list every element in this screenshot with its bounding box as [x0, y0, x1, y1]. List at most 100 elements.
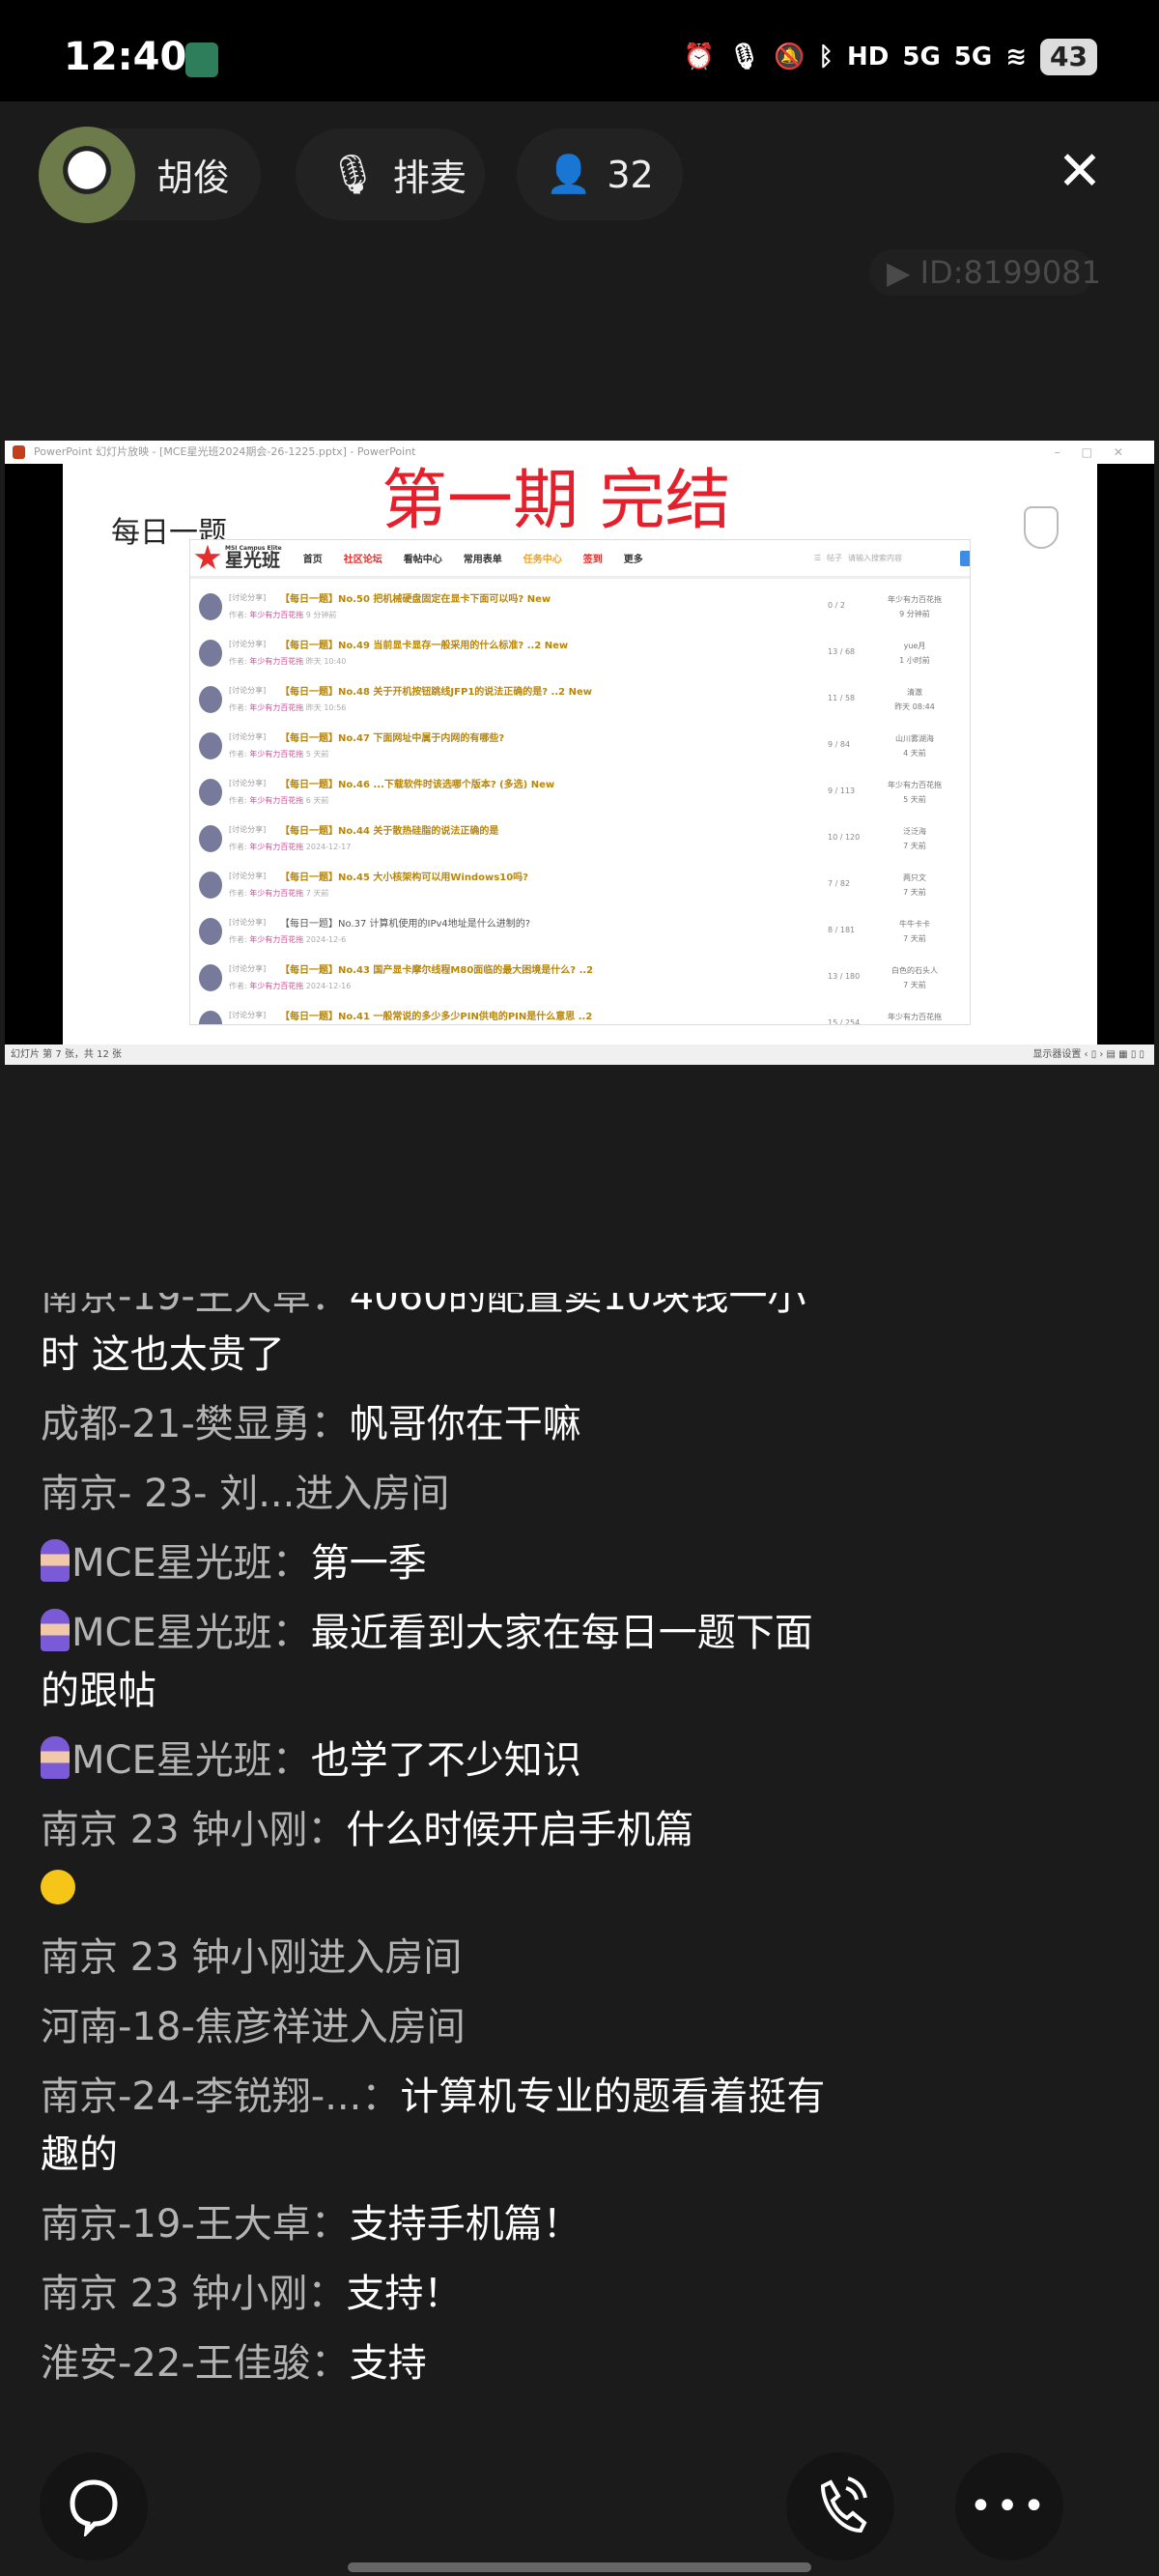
chat-sender: 南京 23 钟小刚： — [41, 1808, 347, 1852]
thread-title: 【每日一题】No.46 ...下载软件时该选哪个版本? (多选) New — [280, 780, 555, 790]
thread-category: [讨论分享] — [229, 825, 267, 834]
more-icon: ••• — [969, 2484, 1050, 2529]
forum-header: MSI Campus Elite 星光班 首页 社区论坛 看帖中心 常用表单 任… — [190, 540, 970, 579]
last-reply-time: 5 天前 — [903, 795, 926, 804]
ppt-status-right: 显示器设置 ‹ ▯ › ▤ ▦ ▯ ▯ — [1032, 1049, 1145, 1060]
chat-text: 也学了不少知识 — [310, 1738, 581, 1783]
thread-category: [讨论分享] — [229, 593, 267, 602]
close-icon[interactable]: ✕ — [1057, 140, 1103, 203]
slide-counter: 幻灯片 第 7 张，共 12 张 — [11, 1049, 122, 1060]
chat-text: 支持手机篇！ — [349, 2202, 581, 2247]
author-label: 作者: — [229, 843, 250, 851]
author-name: 年少有力百花拖 — [249, 843, 304, 851]
thread-row: [讨论分享] 【每日一题】No.45 大小核架构可以用Windows10吗? 作… — [190, 863, 970, 909]
author-name: 年少有力百花拖 — [249, 982, 304, 990]
home-indicator[interactable] — [348, 2562, 811, 2572]
thread-row: [讨论分享] 【每日一题】No.48 关于开机按钮跳线JFP1的说法正确的是? … — [190, 677, 970, 724]
host-name: 胡俊 — [156, 157, 231, 199]
viewer-count: 32 — [607, 153, 654, 196]
reply-view-count: 11 / 58 — [828, 694, 856, 702]
thread-time: 6 天前 — [305, 796, 329, 805]
video-icon: ▶ — [887, 254, 911, 291]
chat-text: 支持！ — [346, 2272, 463, 2316]
chat-bubble-icon — [70, 2479, 118, 2536]
last-reply-time: 7 天前 — [903, 888, 926, 897]
nav-item: 签到 — [582, 555, 603, 565]
chat-sender: 淮安-22-王佳骏： — [41, 2341, 350, 2386]
thread-title: 【每日一题】No.41 一般常说的多少多少PIN供电的PIN是什么意思 ..2 — [280, 1012, 593, 1022]
msi-logo-icon — [1024, 506, 1059, 549]
chat-sender: 南京- 23- 刘...进入房间 — [41, 1472, 450, 1516]
room-id: ID:8199081 — [919, 254, 1101, 291]
more-button[interactable]: ••• — [955, 2452, 1063, 2561]
nav-item: 看帖中心 — [403, 555, 442, 565]
reply-view-count: 10 / 120 — [828, 833, 861, 842]
forum-search: ☰ 帖子 请输入搜索内容 — [814, 550, 970, 566]
reply-view-count: 13 / 180 — [828, 972, 861, 981]
thread-title: 【每日一题】No.49 当前显卡显存一般采用的什么标准? ..2 New — [280, 641, 569, 651]
avatar — [199, 593, 222, 620]
thread-title: 【每日一题】No.50 把机械硬盘固定在显卡下面可以吗? New — [280, 594, 551, 605]
chat-message: MCE星光班：最近看到大家在每日一题下面的跟帖 — [41, 1604, 842, 1720]
thread-row: [讨论分享] 【每日一题】No.46 ...下载软件时该选哪个版本? (多选) … — [190, 770, 970, 816]
host-pill[interactable]: 胡俊 — [39, 126, 261, 223]
nav-item: 更多 — [623, 555, 643, 565]
chat-message: 南京- 23- 刘...进入房间 — [41, 1465, 842, 1523]
avatar — [199, 686, 222, 713]
reply-view-count: 9 / 113 — [828, 787, 856, 795]
chat-button[interactable] — [40, 2452, 148, 2561]
chat-sender: 成都-21-樊显勇： — [41, 1402, 350, 1446]
thread-author: 作者: 年少有力百花拖 2024-12-6 — [229, 934, 346, 945]
last-reply-user: 年少有力百花拖 — [888, 1013, 942, 1021]
nav-item: 任务中心 — [523, 555, 562, 565]
thread-category: [讨论分享] — [229, 964, 267, 973]
author-label: 作者: — [229, 657, 250, 666]
chat-list[interactable]: 南京-19-王大卓：4060的配置卖10块钱一小时 这也太贵了成都-21-樊显勇… — [0, 1293, 1159, 2431]
author-name: 年少有力百花拖 — [249, 657, 304, 666]
author-name: 年少有力百花拖 — [249, 750, 304, 758]
thread-title: 【每日一题】No.45 大小核架构可以用Windows10吗? — [280, 873, 528, 883]
chat-text: 计算机专业的题看着挺有趣的 — [41, 2075, 826, 2177]
thread-time: 5 天前 — [305, 750, 329, 758]
chat-text: 4060的配置卖10块钱一小时 这也太贵了 — [41, 1293, 806, 1377]
last-reply-user: 泛泛海 — [903, 827, 926, 836]
thread-time: 9 分钟前 — [305, 611, 337, 619]
phone-call-icon — [820, 2476, 867, 2533]
powerpoint-icon — [13, 445, 25, 459]
ppt-title-bar: PowerPoint 幻灯片放映 - [MCE星光班2024期会-26-1225… — [5, 441, 1154, 464]
mic-icon: 🎙 — [328, 153, 378, 197]
person-icon: 👤 — [546, 153, 592, 195]
forum-logo: MSI Campus Elite 星光班 — [225, 546, 282, 570]
last-reply-user: 山川雾湖海 — [895, 734, 934, 743]
call-button[interactable] — [786, 2452, 894, 2561]
admin-avatar-icon — [41, 1539, 70, 1582]
wifi-icon: ≋ — [1005, 43, 1028, 72]
viewers-button[interactable]: 👤 32 — [517, 129, 683, 220]
mic-icon: 🎙 — [728, 43, 761, 72]
chat-message: 成都-21-樊显勇：帆哥你在干嘛 — [41, 1395, 842, 1453]
thread-author: 作者: 年少有力百花拖 5 天前 — [229, 749, 328, 759]
chat-sender: 南京-19-王大卓： — [41, 2202, 350, 2247]
last-reply-time: 7 天前 — [903, 981, 926, 989]
forum-nav: 首页 社区论坛 看帖中心 常用表单 任务中心 签到 更多 — [303, 551, 643, 565]
chat-sender: 南京-19-王大卓： — [41, 1293, 350, 1319]
thread-row: [讨论分享] 【每日一题】No.41 一般常说的多少多少PIN供电的PIN是什么… — [190, 1002, 970, 1024]
nav-item: 社区论坛 — [343, 555, 382, 565]
display-settings: 显示器设置 — [1032, 1049, 1082, 1060]
5g-signal-icon: 5G — [902, 43, 941, 72]
ppt-status-bar: 幻灯片 第 7 张，共 12 张 显示器设置 ‹ ▯ › ▤ ▦ ▯ ▯ — [5, 1045, 1154, 1065]
chat-text: 最近看到大家在每日一题下面的跟帖 — [41, 1611, 813, 1713]
chat-sender: MCE星光班： — [71, 1611, 311, 1655]
author-name: 年少有力百花拖 — [249, 935, 304, 944]
mic-queue-button[interactable]: 🎙 排麦 — [296, 129, 485, 220]
chat-sender: 南京-24-李锐翔-...： — [41, 2075, 401, 2119]
thread-row: [讨论分享] 【每日一题】No.43 国产显卡摩尔线程M80面临的最大困境是什么… — [190, 956, 970, 1002]
thread-time: 2024-12-6 — [305, 935, 347, 944]
thread-row: [讨论分享] 【每日一题】No.37 计算机使用的IPv4地址是什么进制的? 作… — [190, 909, 970, 956]
thread-time: 2024-12-17 — [305, 843, 352, 851]
thread-row: [讨论分享] 【每日一题】No.47 下面网址中属于内网的有哪些? 作者: 年少… — [190, 724, 970, 770]
thread-category: [讨论分享] — [229, 1011, 267, 1019]
